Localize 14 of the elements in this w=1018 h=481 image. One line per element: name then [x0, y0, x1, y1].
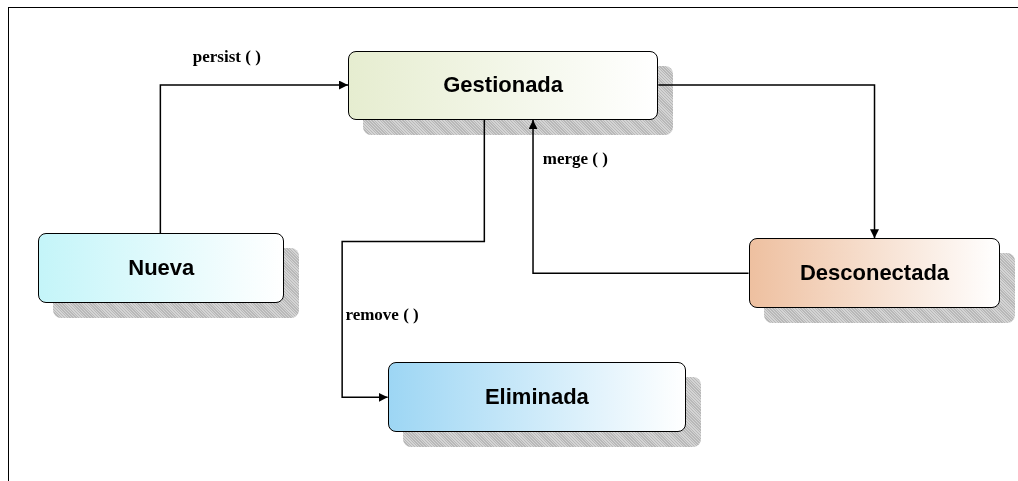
state-name: Nueva [128, 254, 195, 281]
arrow [341, 119, 486, 402]
arrow [159, 80, 349, 234]
state-box [748, 238, 1001, 308]
arrow [657, 84, 879, 239]
state-name: Gestionada [443, 72, 564, 99]
edge-label: remove ( ) [345, 305, 419, 326]
state-box [38, 233, 285, 303]
state-name: Eliminada [484, 384, 589, 410]
arrow [528, 119, 750, 275]
state-name: Desconectada [799, 260, 950, 286]
state-box [348, 50, 659, 121]
state-box [387, 362, 687, 432]
edge-label: merge ( ) [542, 149, 608, 170]
